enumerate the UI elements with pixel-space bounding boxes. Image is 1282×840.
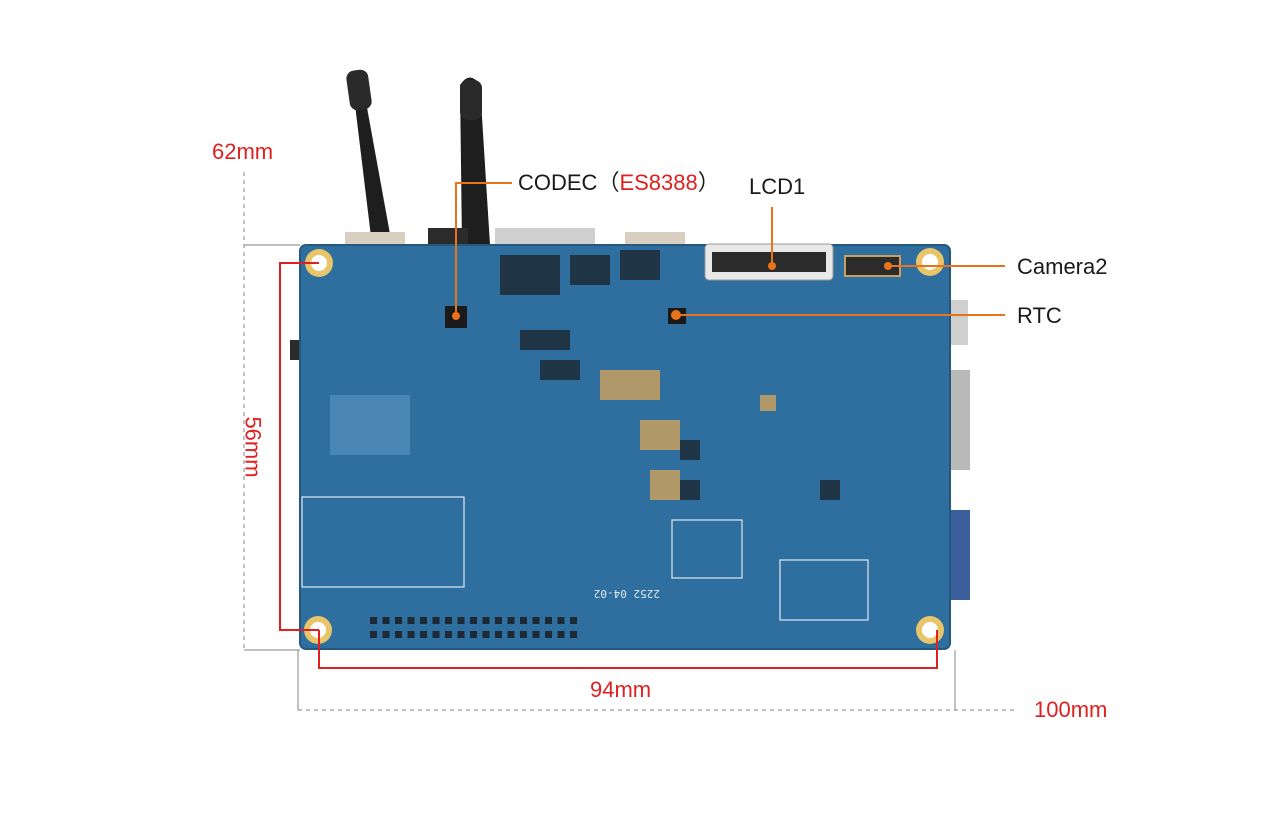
cable-left: [346, 69, 392, 245]
gpio-pin: [557, 631, 565, 638]
cable-right: [460, 77, 490, 245]
codec-dot: [452, 312, 460, 320]
lcd-label: LCD1: [749, 174, 806, 199]
board-silkscreen-text: 2252 04-02: [594, 587, 660, 600]
gpio-pin: [395, 631, 402, 638]
gpio-pin: [520, 631, 527, 638]
gpio-pin: [420, 631, 427, 638]
gpio-pin: [445, 617, 452, 624]
camera-dot: [884, 262, 892, 270]
codec-leader: [455, 182, 512, 313]
gpio-pin: [370, 617, 377, 624]
width-inner-label: 94mm: [590, 677, 652, 702]
gpio-pin: [520, 617, 527, 624]
camera-label: Camera2: [1017, 254, 1108, 279]
codec-label: CODEC（ES8388）: [518, 172, 720, 194]
gpio-pin: [382, 617, 390, 624]
gpio-pin: [457, 631, 465, 638]
codec-chip-name: ES8388: [619, 170, 698, 195]
gpio-pin: [470, 617, 477, 624]
gpio-pin: [532, 631, 540, 638]
mount-holes: [304, 248, 944, 644]
height-inner-label: 56mm: [240, 416, 266, 478]
gpio-pin: [545, 631, 552, 638]
gpio-pin: [482, 617, 490, 624]
codec-label-suffix: ）: [697, 170, 720, 195]
gpio-pin: [557, 617, 565, 624]
callout-leaders: [455, 182, 1005, 316]
height-outer-label: 62mm: [212, 139, 274, 164]
gpio-pin: [432, 631, 440, 638]
gpio-pin: [482, 631, 490, 638]
width-outer-label: 100mm: [1034, 697, 1108, 722]
gpio-pin: [420, 617, 427, 624]
rtc-dot: [671, 310, 681, 320]
gpio-pin: [395, 617, 402, 624]
gpio-pin: [507, 631, 515, 638]
gpio-pin: [407, 631, 415, 638]
pcb-board: [299, 244, 951, 650]
gpio-pin: [545, 617, 552, 624]
gpio-pin: [470, 631, 477, 638]
gpio-pin: [570, 617, 577, 624]
gpio-pin: [570, 631, 577, 638]
gpio-header: [370, 617, 577, 638]
silkscreen-areas: [301, 496, 869, 621]
lcd-connector: [704, 243, 834, 281]
gpio-pin: [407, 617, 415, 624]
gpio-pin: [495, 631, 502, 638]
gpio-pin: [507, 617, 515, 624]
rtc-label: RTC: [1017, 303, 1062, 328]
gpio-pin: [382, 631, 390, 638]
gpio-pin: [495, 617, 502, 624]
side-connectors: [290, 300, 970, 600]
codec-label-prefix: CODEC（: [518, 170, 620, 195]
gpio-pin: [532, 617, 540, 624]
gpio-pin: [432, 617, 440, 624]
dimension-lines: [243, 172, 1018, 711]
gpio-pin: [445, 631, 452, 638]
lcd-dot: [768, 262, 776, 270]
board-components: [330, 250, 840, 500]
gpio-pin: [457, 617, 465, 624]
gpio-pin: [370, 631, 377, 638]
